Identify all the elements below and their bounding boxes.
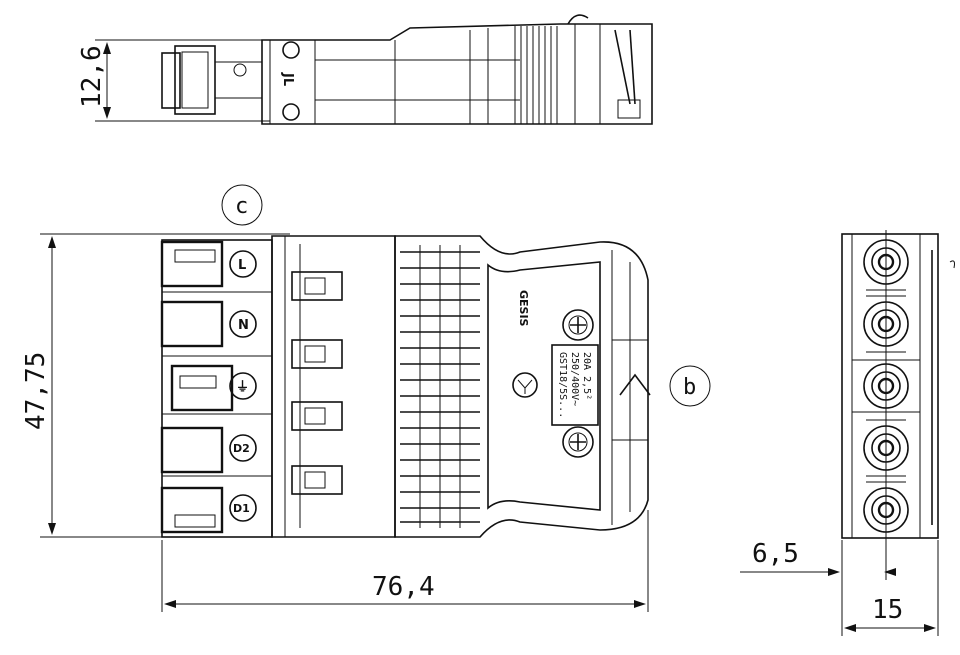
- brand-emblem-icon: [512, 372, 538, 398]
- terminal-D2: D2: [233, 442, 250, 455]
- screw-top-icon: [562, 309, 594, 341]
- top-grip-ribs: [514, 26, 558, 124]
- dim-height-front: 47,75: [21, 352, 51, 430]
- screw-bottom-icon: [562, 426, 594, 458]
- socket-holes: [863, 239, 909, 533]
- terminal-N: N: [238, 318, 249, 333]
- terminal-L: L: [238, 258, 246, 273]
- callout-c: c: [235, 194, 248, 219]
- rating-line-3: 20A 2,5²: [581, 352, 592, 400]
- side-view: 6,5 15: [740, 230, 955, 636]
- dim-length: 76,4: [372, 572, 435, 602]
- terminal-D1: D1: [233, 502, 250, 515]
- svg-text:JL: JL: [280, 72, 295, 86]
- terminal-PE: ⏚: [236, 380, 249, 395]
- callout-b: b: [683, 375, 696, 400]
- dim-depth: 15: [872, 595, 903, 625]
- dim-height-top: 12,6: [77, 45, 107, 108]
- front-view: c 47,75 L N ⏚ D2: [21, 184, 711, 612]
- grip-ribs: [400, 245, 480, 528]
- rating-label: [551, 344, 599, 426]
- dim-depth-offset: 6,5: [752, 539, 799, 569]
- contact-pins: [291, 271, 343, 495]
- top-view: 12,6 JL: [77, 14, 653, 125]
- rating-line-2: 250/400V~: [569, 352, 580, 406]
- terminal-badges: L N ⏚ D2 D1: [229, 250, 257, 522]
- brand-logo: GESIS: [517, 290, 530, 327]
- rating-line-1: GST18/5S...: [557, 352, 568, 418]
